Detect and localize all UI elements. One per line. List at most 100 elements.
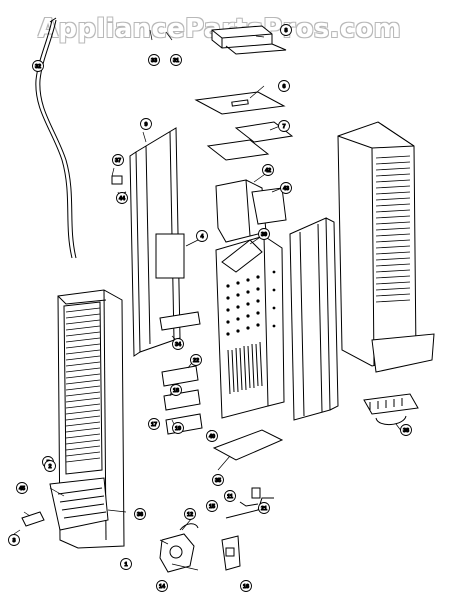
- callout-circle: [196, 230, 208, 242]
- callout-number: 34: [175, 342, 182, 348]
- callout-42: 42: [262, 164, 274, 176]
- callout-circle: [184, 508, 196, 520]
- callout-number: 18: [173, 388, 179, 394]
- callout-18: 18: [170, 384, 182, 396]
- callout-36: 36: [134, 508, 146, 520]
- callout-21: 21: [258, 502, 270, 514]
- callout-circle: [280, 182, 292, 194]
- callout-circle: [120, 558, 132, 570]
- callout-circle: [170, 384, 182, 396]
- callout-37: 37: [112, 154, 124, 166]
- valve-bracket: [221, 535, 241, 571]
- callout-4: 4: [196, 230, 208, 242]
- callout-6: 6: [278, 80, 290, 92]
- callout-circle: [258, 228, 270, 240]
- callout-number: 44: [119, 196, 126, 202]
- callout-number: 9: [144, 122, 147, 128]
- callout-circle: [400, 424, 412, 436]
- callout-number: 6: [282, 84, 285, 90]
- callout-circle: [148, 54, 160, 66]
- callout-number: 33: [151, 58, 157, 64]
- callout-circle: [224, 490, 236, 502]
- right-mount-bracket: [363, 393, 419, 425]
- callout-44: 44: [116, 192, 128, 204]
- callout-circle: [278, 80, 290, 92]
- callout-17: 17: [148, 418, 160, 430]
- right-inner-panel: [289, 217, 339, 421]
- callout-43: 43: [280, 182, 292, 194]
- callout-number: 35: [215, 478, 221, 484]
- callout-circle: [240, 580, 252, 592]
- callout-12: 12: [184, 508, 196, 520]
- callout-number: 11: [227, 494, 233, 500]
- callout-2: 2: [44, 460, 56, 472]
- callout-number: 12: [187, 512, 193, 518]
- callout-39: 39: [258, 228, 270, 240]
- callout-number: 40: [209, 434, 215, 440]
- callout-number: 45: [19, 486, 25, 492]
- callout-number: 15: [209, 504, 215, 510]
- callout-number: 3: [12, 538, 15, 544]
- callout-number: 38: [403, 428, 409, 434]
- callout-number: 16: [243, 584, 249, 590]
- callout-circle: [212, 474, 224, 486]
- callout-circle: [16, 482, 28, 494]
- gas-valve: [159, 523, 199, 573]
- callout-circle: [156, 580, 168, 592]
- callout-circle: [134, 508, 146, 520]
- callout-number: 42: [265, 168, 271, 174]
- callout-16: 16: [240, 580, 252, 592]
- callout-circle: [32, 60, 44, 72]
- callout-19: 19: [172, 422, 184, 434]
- callout-7: 7: [278, 120, 290, 132]
- callout-number: 31: [173, 58, 179, 64]
- front-cabinet-louvers: [65, 307, 101, 463]
- callout-number: 36: [137, 512, 143, 518]
- callout-number: 32: [35, 64, 41, 70]
- callout-circle: [172, 422, 184, 434]
- heat-exchanger-perforations: [226, 270, 276, 336]
- callout-number: 43: [283, 186, 289, 192]
- callout-circle: [258, 502, 270, 514]
- bottom-panel: [212, 429, 284, 461]
- callout-number: 22: [193, 358, 199, 364]
- duct-elbows: [215, 179, 287, 243]
- callout-circle: [190, 354, 202, 366]
- callout-circle: [262, 164, 274, 176]
- callout-1: 1: [120, 558, 132, 570]
- callout-3: 3: [8, 534, 20, 546]
- callout-circle: [206, 500, 218, 512]
- callout-circle: [140, 118, 152, 130]
- top-bracket: [211, 25, 287, 55]
- callout-number: 19: [175, 426, 181, 432]
- callout-circle: [148, 418, 160, 430]
- callout-number: 39: [261, 232, 267, 238]
- callout-number: 2: [48, 464, 51, 470]
- callout-number: 14: [159, 584, 166, 590]
- control-knob: [21, 511, 45, 527]
- callout-9: 9: [140, 118, 152, 130]
- callout-circle: [278, 120, 290, 132]
- callout-40: 40: [206, 430, 218, 442]
- callout-circle: [170, 54, 182, 66]
- callout-circle: [112, 154, 124, 166]
- front-cabinet-lower-grille: [49, 477, 109, 531]
- leader-lines: [13, 29, 403, 571]
- callout-circle: [116, 192, 128, 204]
- callout-circle: [280, 24, 292, 36]
- callout-circle: [44, 460, 56, 472]
- callout-circle: [8, 534, 20, 546]
- callout-layer: 3233318697374243444393422184017193553453…: [8, 24, 412, 592]
- filter-plates: [194, 91, 294, 161]
- callout-number: 17: [151, 422, 157, 428]
- callout-45: 45: [16, 482, 28, 494]
- callout-number: 7: [282, 124, 285, 130]
- right-cabinet: [337, 121, 435, 373]
- callout-number: 21: [261, 506, 267, 512]
- heat-exchanger: [215, 235, 285, 419]
- callout-number: 37: [115, 158, 121, 164]
- callout-34: 34: [172, 338, 184, 350]
- callout-number: 8: [284, 28, 287, 34]
- left-side-panel: [129, 127, 201, 357]
